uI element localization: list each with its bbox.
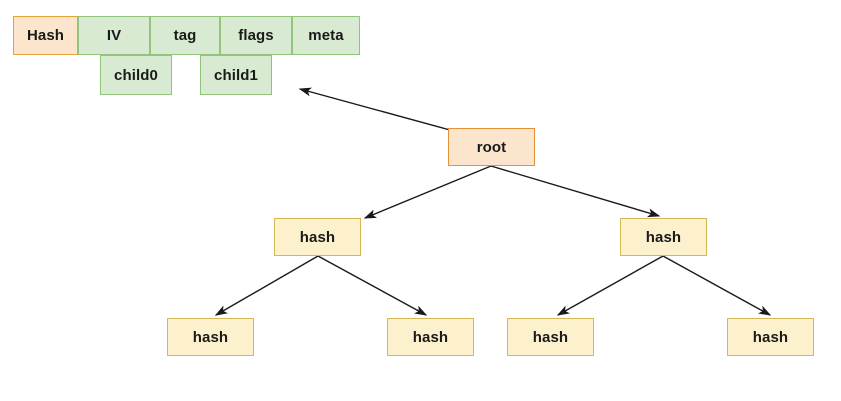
tree-node-hash-right[interactable]: hash — [620, 218, 707, 256]
tree-node-leaf-2[interactable]: hash — [387, 318, 474, 356]
tree-node-leaf-3-label: hash — [532, 328, 569, 346]
tree-node-leaf-1-label: hash — [192, 328, 229, 346]
tree-node-hash-left[interactable]: hash — [274, 218, 361, 256]
legend-cell-tag[interactable]: tag — [150, 16, 220, 55]
tree-node-leaf-4[interactable]: hash — [727, 318, 814, 356]
edge-root-to-hash-right — [490, 165, 661, 218]
edge-hash-left-to-leaf-1 — [214, 255, 319, 316]
tree-node-leaf-2-label: hash — [412, 328, 449, 346]
edge-root-to-hash-left — [363, 165, 492, 219]
tree-node-leaf-3[interactable]: hash — [507, 318, 594, 356]
legend-cell-child0[interactable]: child0 — [100, 55, 172, 95]
legend-cell-child1-label: child1 — [214, 66, 258, 84]
edge-root-to-legend — [298, 87, 451, 131]
legend-cell-flags-label: flags — [238, 27, 274, 44]
tree-node-leaf-1[interactable]: hash — [167, 318, 254, 356]
edge-hash-right-to-leaf-3 — [556, 255, 664, 316]
edge-hash-right-to-leaf-4 — [662, 255, 772, 316]
legend-cell-iv-label: IV — [106, 27, 122, 44]
tree-node-hash-right-label: hash — [645, 228, 682, 246]
legend-cell-meta-label: meta — [308, 27, 344, 44]
tree-node-leaf-4-label: hash — [752, 328, 789, 346]
legend-cell-iv[interactable]: IV — [78, 16, 150, 55]
legend-cell-child0-label: child0 — [114, 66, 158, 84]
tree-node-hash-left-label: hash — [299, 228, 336, 246]
legend-cell-hash[interactable]: Hash — [13, 16, 78, 55]
tree-node-root-label: root — [476, 138, 507, 156]
legend-cell-tag-label: tag — [173, 27, 197, 44]
legend-cell-meta[interactable]: meta — [292, 16, 360, 55]
edge-hash-left-to-leaf-2 — [317, 255, 428, 316]
legend-cell-child1[interactable]: child1 — [200, 55, 272, 95]
tree-node-root[interactable]: root — [448, 128, 535, 166]
legend-cell-flags[interactable]: flags — [220, 16, 292, 55]
legend-cell-hash-label: Hash — [26, 27, 65, 44]
